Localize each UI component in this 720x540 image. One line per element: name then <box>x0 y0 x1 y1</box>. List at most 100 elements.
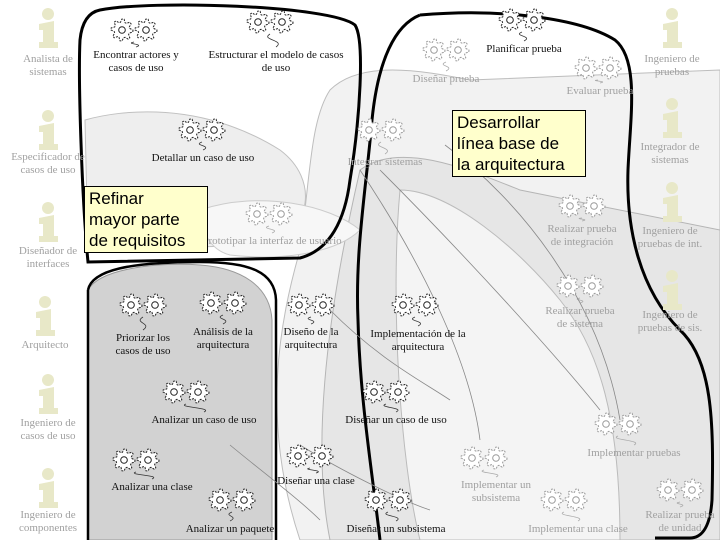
flow-line <box>379 169 601 411</box>
worker-icon <box>663 98 682 138</box>
activity-label-estructurar-modelo: Estructurar el modelo de casos <box>208 49 343 61</box>
gear-icon <box>558 194 582 218</box>
gear-icon <box>618 412 642 436</box>
worker-icon <box>39 374 58 414</box>
connector-line <box>198 141 207 151</box>
gear-icon <box>386 380 410 404</box>
gear-icon <box>484 446 508 470</box>
activity-label-encontrar-actores: Encontrar actores y <box>93 49 179 61</box>
gear-icon <box>270 10 294 34</box>
callout-refinar-requisitos: Refinar mayor parte de requisitos <box>84 186 208 253</box>
activity-label-realizar-prueba-integracion: de integración <box>551 236 614 248</box>
connector-line <box>481 469 499 478</box>
activity-label-implementar-pruebas: Implementar pruebas <box>587 447 680 459</box>
callout-line: Desarrollar <box>457 113 541 132</box>
activity-label-analizar-paquete: Analizar un paquete <box>186 523 275 535</box>
worker-icon <box>663 270 682 310</box>
activity-label-realizar-prueba-unidad: Realizar prueba <box>645 509 714 521</box>
gear-icon <box>540 488 564 512</box>
activity-label-analizar-clase: Analizar una clase <box>111 481 192 493</box>
role-icons <box>36 8 682 508</box>
role-label-disenador-interfaces: Diseñador de <box>19 245 77 257</box>
gear-icon <box>446 38 470 62</box>
gear-icon <box>208 488 232 512</box>
gear-icon <box>134 18 158 42</box>
gear-icon <box>202 118 226 142</box>
gear-icon <box>680 478 704 502</box>
connector-line <box>385 511 399 522</box>
activity-label-implementar-clase: Implementar una clase <box>528 523 628 535</box>
activity-label-implementacion-arquitectura: Implementación de la <box>370 328 465 340</box>
gear-icon <box>246 10 270 34</box>
activity-label-diseno-arquitectura: Diseño de la <box>284 326 339 338</box>
activity-label-implementacion-arquitectura: arquitectura <box>392 341 445 353</box>
role-label-integrador: Integrador de <box>641 141 700 153</box>
activity-label-integrar-sistemas: Integrar sistemas <box>348 156 423 168</box>
gear-icon <box>422 38 446 62</box>
gear-icon <box>460 446 484 470</box>
worker-icon <box>36 296 55 336</box>
connector-line <box>383 403 399 413</box>
gear-icon <box>232 488 256 512</box>
activity-label-implementar-subsistema: subsistema <box>472 492 520 504</box>
role-label-analista: sistemas <box>29 66 66 78</box>
worker-icon <box>39 202 58 242</box>
activity-label-disenar-subsistema: Diseñar un subsistema <box>347 523 446 535</box>
role-label-especificador: casos de uso <box>21 164 76 176</box>
outline-refinar <box>86 260 278 540</box>
connector-line <box>378 141 388 155</box>
activity-label-analisis-arquitectura: Análisis de la <box>193 326 253 338</box>
role-label-ing-pruebas: Ingeniero de <box>644 53 699 65</box>
callout-line: línea base de <box>457 134 560 153</box>
connector-line <box>139 316 147 331</box>
gear-icon <box>110 18 134 42</box>
gear-icon <box>136 448 160 472</box>
activity-label-realizar-prueba-unidad: de unidad <box>658 522 702 534</box>
activity-label-priorizar-casos: casos de uso <box>116 345 171 357</box>
gear-icon <box>362 380 386 404</box>
activity-label-analisis-arquitectura: arquitectura <box>197 339 250 351</box>
swim-band-regions <box>84 69 720 540</box>
gear-icon <box>564 488 588 512</box>
role-label-arquitecto: Arquitecto <box>21 339 69 351</box>
activity-label-encontrar-actores: casos de uso <box>109 62 164 74</box>
gear-icon <box>498 8 522 32</box>
connector-line <box>615 435 637 446</box>
gear-icon <box>245 202 269 226</box>
activity-label-priorizar-casos: Priorizar los <box>116 332 170 344</box>
worker-icon <box>663 8 682 48</box>
gear-icon <box>582 194 606 218</box>
role-label-ing-pruebas: pruebas <box>655 66 689 78</box>
worker-icon <box>39 468 58 508</box>
outline-inicio <box>77 3 362 264</box>
gear-icon <box>162 380 186 404</box>
gear-icon <box>311 293 335 317</box>
activity-label-realizar-prueba-sistema: Realizar prueba <box>545 305 614 317</box>
connector-line <box>578 217 586 222</box>
activity-label-planificar-prueba: Planificar prueba <box>486 43 562 55</box>
activity-label-implementar-subsistema: Implementar un <box>461 479 531 491</box>
role-label-integrador: sistemas <box>651 154 688 166</box>
activity-gears <box>110 8 704 512</box>
connector-line <box>267 33 279 48</box>
gear-icon <box>415 293 439 317</box>
gear-icon <box>223 291 247 315</box>
connector-line <box>307 316 315 325</box>
role-label-ing-pruebas-sis: pruebas de sis. <box>638 322 703 334</box>
gear-icon <box>522 8 546 32</box>
outline-elaboracion <box>419 11 715 540</box>
role-label-analista: Analista de <box>23 53 73 65</box>
gear-icon <box>388 488 412 512</box>
activity-label-disenar-clase: Diseñar una clase <box>277 475 355 487</box>
connector-line <box>307 467 319 474</box>
gear-icon <box>381 118 405 142</box>
gear-icon <box>574 56 598 80</box>
role-label-ing-pruebas-int: pruebas de int. <box>638 238 703 250</box>
callout-line: mayor parte <box>89 210 180 229</box>
callout-line: Refinar <box>89 189 144 208</box>
callout-line: la arquitectura <box>457 155 565 174</box>
connector-line <box>676 501 684 508</box>
activity-label-disenar-caso: Diseñar un caso de uso <box>345 414 447 426</box>
role-label-ing-componentes: componentes <box>19 522 77 534</box>
